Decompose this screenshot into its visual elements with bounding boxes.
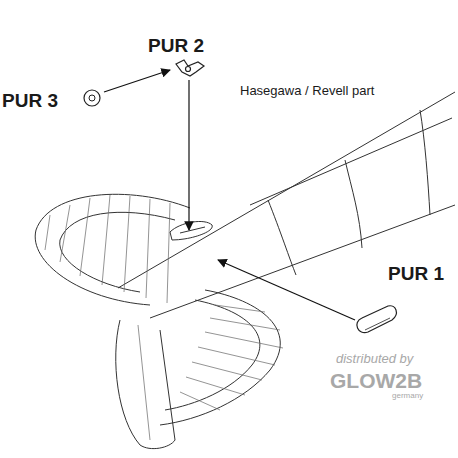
ribs (180, 305, 283, 410)
part-pur2 (176, 60, 204, 76)
leader-lines (104, 70, 355, 320)
part-label: PUR 1 (388, 264, 444, 283)
leader-arrow (188, 80, 189, 230)
watermark: germany (392, 392, 423, 400)
fin (116, 320, 175, 449)
stabilizer (35, 194, 190, 305)
leader-arrow (218, 260, 355, 320)
ribs (45, 195, 170, 303)
source-note: Hasegawa / Revell part (240, 84, 374, 97)
part-label: PUR 2 (148, 36, 204, 55)
panel-line (268, 200, 296, 275)
stabilizer (160, 290, 280, 425)
leader-arrow (104, 70, 170, 92)
watermark: distributed by (336, 352, 413, 365)
part-pur3 (84, 90, 100, 106)
recess (170, 221, 212, 240)
recess (180, 227, 205, 233)
watermark: GLOW2B (330, 370, 422, 391)
airframe (35, 92, 455, 449)
part-label: PUR 3 (2, 91, 58, 110)
fuselage-edge (150, 205, 455, 318)
elevator-line (165, 300, 260, 410)
part-pur1 (357, 306, 396, 333)
rudder-line (138, 325, 150, 440)
panel-line (345, 160, 362, 248)
panel-line (420, 110, 430, 215)
part-seam (250, 118, 452, 205)
elevator-line (60, 212, 175, 292)
